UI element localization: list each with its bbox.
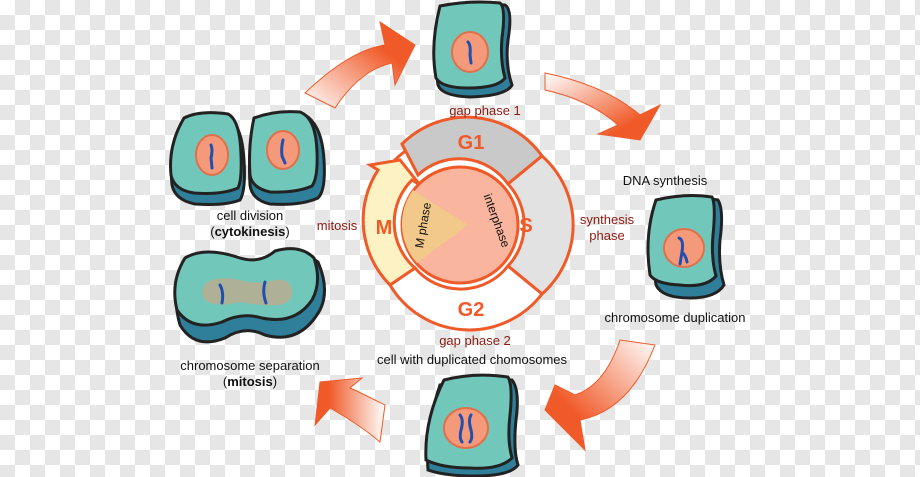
cell-division-caption: cell division bbox=[216, 208, 284, 223]
chromosome bbox=[458, 413, 474, 444]
m-phase-wedge bbox=[401, 190, 468, 263]
s-segment[interactable] bbox=[505, 154, 575, 296]
cytokinesis-caption: (cytokinesis) bbox=[190, 224, 310, 240]
arrow-cytokinesis-to-g1 bbox=[304, 20, 416, 109]
paren-open: ( bbox=[222, 374, 228, 389]
s-caption-line2: phase bbox=[589, 228, 625, 243]
g2-caption: gap phase 2 bbox=[439, 333, 511, 348]
chromosome bbox=[209, 143, 214, 170]
dna-synthesis-caption: DNA synthesis bbox=[622, 173, 708, 188]
m-segment[interactable] bbox=[361, 158, 422, 287]
chromosome bbox=[677, 236, 689, 266]
g2-cell bbox=[424, 373, 520, 477]
g1-caption: gap phase 1 bbox=[449, 103, 521, 118]
chromosome bbox=[280, 138, 287, 165]
arrow-s-to-g2 bbox=[544, 339, 656, 452]
paren-open: ( bbox=[210, 224, 215, 239]
chromosome-duplication-caption: chromosome duplication bbox=[604, 310, 746, 325]
s-label: S bbox=[519, 215, 532, 237]
m-label: M bbox=[376, 217, 393, 239]
g2-segment[interactable] bbox=[387, 263, 545, 332]
cycle-wheel: G1 S G2 M interphase M phase bbox=[361, 115, 575, 332]
cytokinesis-cells bbox=[169, 110, 326, 206]
g1-cell bbox=[432, 0, 514, 99]
g2-cell-caption: cell with duplicated chomosomes bbox=[376, 352, 568, 367]
nucleus bbox=[443, 407, 489, 449]
mitosis-bold-caption: (mitosis) bbox=[165, 374, 335, 390]
paren-close: ) bbox=[272, 374, 278, 389]
arrow-g1-to-s bbox=[544, 72, 662, 141]
s-caption-line1: synthesis bbox=[579, 212, 635, 227]
chromosome bbox=[218, 280, 268, 305]
mitosis-caption: mitosis bbox=[316, 218, 358, 233]
mitosis-bold: mitosis bbox=[227, 374, 273, 389]
mitosis-cell bbox=[173, 247, 326, 344]
arrow-g2-to-mitosis bbox=[314, 377, 386, 443]
chromosome-separation-caption: chromosome separation bbox=[180, 358, 320, 373]
cytokinesis-bold: cytokinesis bbox=[214, 224, 286, 239]
g1-label: G1 bbox=[458, 132, 485, 154]
nucleus bbox=[663, 228, 705, 268]
s-cell bbox=[646, 194, 726, 300]
chromosome bbox=[466, 40, 473, 65]
paren-close: ) bbox=[285, 224, 290, 239]
g1-segment[interactable] bbox=[400, 115, 545, 187]
g2-label: G2 bbox=[458, 299, 485, 321]
